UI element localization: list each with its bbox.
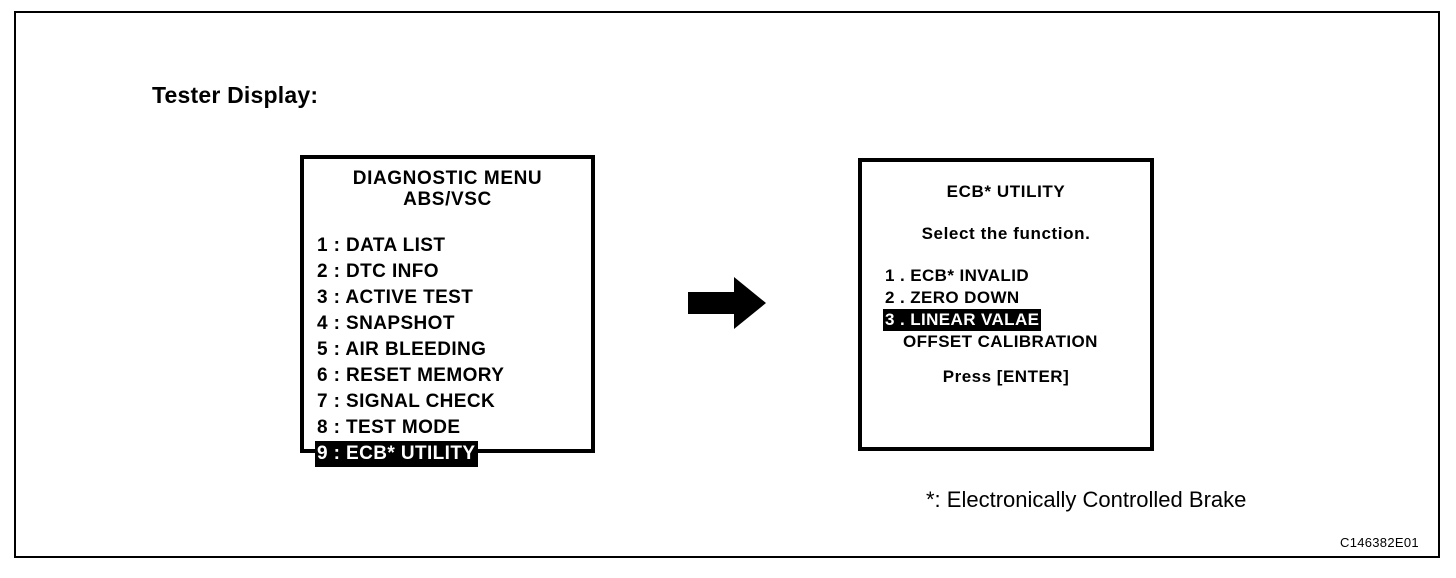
diagnostic-menu-item[interactable]: 4 : SNAPSHOT xyxy=(315,311,585,337)
ecb-utility-title: ECB* UTILITY xyxy=(946,182,1066,201)
diagnostic-menu-item[interactable]: 2 : DTC INFO xyxy=(315,259,585,285)
diagnostic-menu-title-line2: ABS/VSC xyxy=(403,189,492,210)
figure-caption: Tester Display: xyxy=(152,82,319,108)
diagnostic-menu-item[interactable]: 7 : SIGNAL CHECK xyxy=(315,389,585,415)
ecb-utility-item[interactable]: 1 . ECB* INVALID xyxy=(883,265,1144,287)
diagnostic-menu-item[interactable]: 8 : TEST MODE xyxy=(315,415,585,441)
diagnostic-menu-item-label: 6 : RESET MEMORY xyxy=(317,365,505,386)
diagnostic-menu-item-label: 5 : AIR BLEEDING xyxy=(317,339,487,360)
diagnostic-menu-title-line1: DIAGNOSTIC MENU xyxy=(352,168,543,189)
figure-code: C146382E01 xyxy=(1340,535,1419,550)
diagnostic-menu-item-label: 3 : ACTIVE TEST xyxy=(317,287,474,308)
ecb-utility-subtitle: Select the function. xyxy=(921,224,1091,243)
diagnostic-menu-item-label: 1 : DATA LIST xyxy=(317,235,446,256)
ecb-utility-item[interactable]: OFFSET CALIBRATION xyxy=(883,331,1144,353)
ecb-utility-item[interactable]: 2 . ZERO DOWN xyxy=(883,287,1144,309)
diagnostic-menu-item[interactable]: 9 : ECB* UTILITY xyxy=(315,441,585,467)
tester-screen-diagnostic-menu: DIAGNOSTIC MENU ABS/VSC 1 : DATA LIST 2 :… xyxy=(300,155,595,467)
diagnostic-menu-list: 1 : DATA LIST 2 : DTC INFO 3 : ACTIVE TEST… xyxy=(315,233,585,467)
figure-border xyxy=(14,11,1440,558)
diagnostic-menu-item[interactable]: 6 : RESET MEMORY xyxy=(315,363,585,389)
ecb-utility-item-label: 3 . LINEAR VALAE xyxy=(883,309,1042,331)
ecb-utility-item[interactable]: 3 . LINEAR VALAE xyxy=(883,309,1144,331)
diagnostic-menu-item-label: 2 : DTC INFO xyxy=(317,261,439,282)
ecb-utility-item-label: OFFSET CALIBRATION xyxy=(903,332,1098,351)
diagnostic-menu-item[interactable]: 1 : DATA LIST xyxy=(315,233,585,259)
footnote-text: *: Electronically Controlled Brake xyxy=(926,487,1247,512)
ecb-utility-list: 1 . ECB* INVALID 2 . ZERO DOWN 3 . LINEAR … xyxy=(883,265,1144,353)
tester-screen-ecb-utility: ECB* UTILITY Select the function. 1 . EC… xyxy=(858,158,1154,451)
diagnostic-menu-item-label: 7 : SIGNAL CHECK xyxy=(317,391,496,412)
diagnostic-menu-item-label: 4 : SNAPSHOT xyxy=(317,313,455,334)
diagnostic-menu-item[interactable]: 3 : ACTIVE TEST xyxy=(315,285,585,311)
diagnostic-menu-item[interactable]: 5 : AIR BLEEDING xyxy=(315,337,585,363)
ecb-utility-item-label: 1 . ECB* INVALID xyxy=(885,266,1029,285)
ecb-utility-item-label: 2 . ZERO DOWN xyxy=(885,288,1020,307)
right-arrow-icon xyxy=(688,277,766,329)
diagnostic-menu-item-label: 9 : ECB* UTILITY xyxy=(315,441,479,467)
press-enter-prompt: Press [ENTER] xyxy=(942,367,1070,386)
diagnostic-menu-item-label: 8 : TEST MODE xyxy=(317,417,461,438)
